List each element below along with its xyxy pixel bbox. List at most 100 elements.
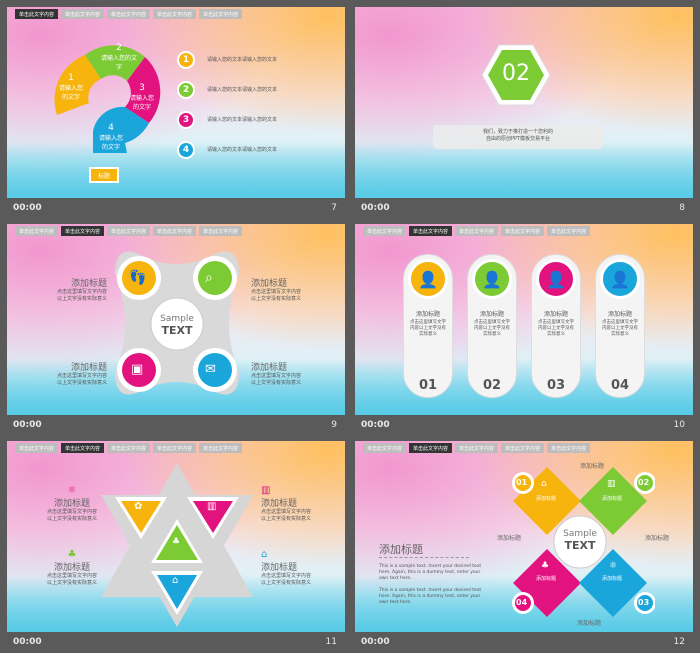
callout-label: 添加标题 <box>497 535 522 542</box>
block-title: 添加标题 <box>251 279 288 289</box>
tab-5[interactable]: 单击此文字内容 <box>199 226 243 236</box>
tab-1[interactable]: 单击此文字内容 <box>363 443 407 453</box>
block-title: 添加标题 <box>251 363 288 373</box>
slide-time: 00:00 <box>361 203 390 213</box>
block-line: 以上文字没有实际意义 <box>56 296 107 302</box>
text-block: ⌂ 添加标题 点击这里填写文字内容 以上文字没有实际意义 <box>261 549 331 587</box>
card-number: 02 <box>482 378 502 393</box>
num-badge: 03 <box>638 598 650 607</box>
tab-1[interactable]: 单击此文字内容 <box>15 443 59 453</box>
card-title: 添加标题 <box>415 311 440 318</box>
diamond-label: 添加标题 <box>536 496 557 502</box>
bank-icon: ⌂ <box>172 575 179 586</box>
tab-4[interactable]: 单击此文字内容 <box>153 226 197 236</box>
tab-4[interactable]: 单击此文字内容 <box>501 443 545 453</box>
tab-2[interactable]: 单击此文字内容 <box>61 9 105 19</box>
block-title: 添加标题 <box>70 363 107 373</box>
card-title: 添加标题 <box>543 311 568 318</box>
list-item: 4 请输入您的文本请输入您的文本 <box>177 141 277 159</box>
slide-8-thumbnail[interactable]: 02 我们，致力于推打造一个您利的 自由的原创PPT模板交易平台 00:00 8 <box>355 7 693 219</box>
slide-11-thumbnail[interactable]: 单击此文字内容 单击此文字内容 单击此文字内容 单击此文字内容 单击此文字内容 … <box>7 441 345 653</box>
slide-10-thumbnail[interactable]: 单击此文字内容 单击此文字内容 单击此文字内容 单击此文字内容 单击此文字内容 … <box>355 224 693 436</box>
org-chart-icon: ♣ <box>172 537 181 547</box>
slide-number: 11 <box>325 637 337 647</box>
diamond-label: 添加标题 <box>602 496 623 502</box>
slide-time: 00:00 <box>361 420 390 430</box>
seg-3-num: 3 <box>139 83 145 93</box>
tab-4[interactable]: 单击此文字内容 <box>153 443 197 453</box>
card-title: 添加标题 <box>479 311 504 318</box>
slide-time: 00:00 <box>361 637 390 647</box>
seg-1-label: 请输入您的文字 <box>59 85 84 101</box>
block-line: 点击这里填写文字内容 <box>56 373 107 379</box>
paragraph: This is a sample text. Insert your desir… <box>379 564 482 581</box>
tab-2[interactable]: 单击此文字内容 <box>409 226 453 236</box>
center-text-1: Sample <box>160 314 194 324</box>
tab-4[interactable]: 单击此文字内容 <box>501 226 545 236</box>
tab-1[interactable]: 单击此文字内容 <box>15 226 59 236</box>
block-line: 以上文字没有实际意义 <box>46 580 97 586</box>
tab-4[interactable]: 单击此文字内容 <box>153 9 197 19</box>
desc-line-1: 我们，致力于推打造一个您利的 <box>482 129 553 135</box>
text-block: 添加标题 点击这里填写文字内容 以上文字没有实际意义 <box>47 276 107 303</box>
building-icon: ⌂ <box>261 549 268 560</box>
item-text: 请输入您的文本请输入您的文本 <box>207 86 278 93</box>
tab-5[interactable]: 单击此文字内容 <box>547 443 591 453</box>
callout-label: 添加标题 <box>577 620 602 627</box>
item-num: 1 <box>177 51 195 69</box>
slide-number: 9 <box>331 420 337 430</box>
people-icon: ♣ <box>67 549 77 560</box>
person-card: 👤 添加标题 点击这里填写文字内容以上文字没有实际意义 01 <box>403 254 453 398</box>
num-badge: 02 <box>638 478 650 487</box>
slide-time: 00:00 <box>13 420 42 430</box>
text-block: ⚛ 添加标题 点击这里填写文字内容 以上文字没有实际意义 <box>37 485 107 523</box>
gear-icon: ✿ <box>134 501 143 512</box>
diamond-label: 添加标题 <box>536 576 557 582</box>
paragraph: This is a sample text. Insert your desir… <box>379 588 482 605</box>
tab-1[interactable]: 单击此文字内容 <box>15 9 59 19</box>
tab-2[interactable]: 单击此文字内容 <box>61 443 105 453</box>
tab-5[interactable]: 单击此文字内容 <box>547 226 591 236</box>
slide-number: 10 <box>673 420 685 430</box>
question-mark-diagram: 1 请输入您的文字 2 请输入您的文字 3 请输入您的文字 4 请输入您的文字 <box>45 35 165 175</box>
slide-7-thumbnail[interactable]: 单击此文字内容 单击此文字内容 单击此文字内容 单击此文字内容 单击此文字内容 … <box>7 7 345 219</box>
card-row: 👤 添加标题 点击这里填写文字内容以上文字没有实际意义 01 👤 添加标题 点击… <box>403 254 645 398</box>
tab-3[interactable]: 单击此文字内容 <box>455 443 499 453</box>
desc-line-2: 自由的原创PPT模板交易平台 <box>485 136 551 142</box>
person-card: 👤 添加标题 点击这里填写文字内容以上文字没有实际意义 02 <box>467 254 517 398</box>
description-box: 我们，致力于推打造一个您利的 自由的原创PPT模板交易平台 <box>433 125 603 149</box>
slide-footer: 00:00 10 <box>355 415 693 436</box>
slide-footer: 00:00 12 <box>355 632 693 653</box>
block-title: 添加标题 <box>261 499 298 509</box>
seg-2-num: 2 <box>116 43 122 53</box>
slide-12-thumbnail[interactable]: 单击此文字内容 单击此文字内容 单击此文字内容 单击此文字内容 单击此文字内容 … <box>355 441 693 653</box>
seg-3-label: 请输入您的文字 <box>129 95 154 111</box>
block-line: 点击这里填写文字内容 <box>251 373 302 379</box>
tab-1[interactable]: 单击此文字内容 <box>363 226 407 236</box>
person-icon: 👤 <box>536 259 576 299</box>
tag-box: 标题 <box>89 167 119 183</box>
person-icon: 👤 <box>472 259 512 299</box>
tab-3[interactable]: 单击此文字内容 <box>107 443 151 453</box>
tab-2[interactable]: 单击此文字内容 <box>61 226 105 236</box>
slide-9-thumbnail[interactable]: 单击此文字内容 单击此文字内容 单击此文字内容 单击此文字内容 单击此文字内容 … <box>7 224 345 436</box>
tab-3[interactable]: 单击此文字内容 <box>107 9 151 19</box>
tab-2[interactable]: 单击此文字内容 <box>409 443 453 453</box>
slide-footer: 00:00 8 <box>355 198 693 219</box>
block-line: 点击这里填写文字内容 <box>261 509 312 515</box>
card-text: 点击这里填写文字内容以上文字没有实际意义 <box>602 320 638 337</box>
item-text: 请输入您的文本请输入您的文本 <box>207 146 278 153</box>
tab-3[interactable]: 单击此文字内容 <box>455 226 499 236</box>
tab-5[interactable]: 单击此文字内容 <box>199 9 243 19</box>
block-line: 点击这里填写文字内容 <box>46 573 97 579</box>
block-line: 以上文字没有实际意义 <box>251 296 302 302</box>
tab-5[interactable]: 单击此文字内容 <box>199 443 243 453</box>
tab-3[interactable]: 单击此文字内容 <box>107 226 151 236</box>
list-item: 3 请输入您的文本请输入您的文本 <box>177 111 277 129</box>
block-title: 添加标题 <box>70 279 107 289</box>
block-title: 添加标题 <box>53 563 90 573</box>
block-line: 以上文字没有实际意义 <box>261 580 312 586</box>
org-chart-icon: ♣ <box>541 561 550 571</box>
list-item: 2 请输入您的文本请输入您的文本 <box>177 81 277 99</box>
item-num: 2 <box>177 81 195 99</box>
